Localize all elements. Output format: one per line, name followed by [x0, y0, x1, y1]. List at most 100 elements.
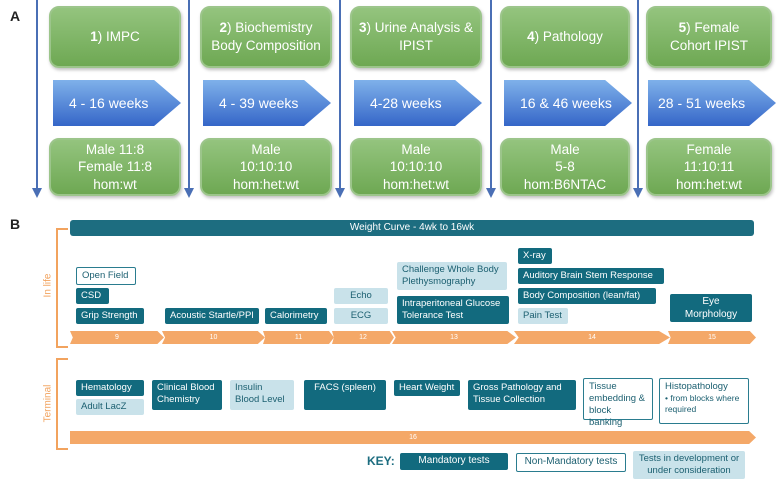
test-open-field: Open Field [76, 267, 136, 285]
histopathology-sub: from blocks where required [665, 392, 740, 414]
panel-label-b: B [10, 216, 21, 232]
week-marker-9: 9 [70, 331, 164, 344]
in-life-label: In life [42, 273, 54, 298]
stage-3-number: 3 [358, 20, 367, 36]
timeline-line-2 [188, 0, 190, 190]
stage-4-cohort-line-1: Male [550, 141, 580, 157]
stage-3-time-arrow: 4-28 weeks [354, 80, 482, 126]
stage-3-cohort: Male 10:10:10 hom:het:wt [350, 138, 482, 196]
stage-2-cohort: Male 10:10:10 hom:het:wt [200, 138, 332, 196]
stage-4-cohort-line-3: hom:B6NTAC [523, 176, 607, 192]
test-heart-weight: Heart Weight [394, 380, 460, 396]
stage-4-time-arrow: 16 & 46 weeks [504, 80, 632, 126]
stage-3-title: 3) Urine Analysis & IPIST [350, 6, 482, 68]
test-challenge-whole-body: Challenge Whole Body Plethysmography [397, 262, 507, 290]
stage-5-cohort-line-2: 11:10:11 [683, 159, 735, 175]
stage-4-title-text: ) Pathology [534, 29, 603, 45]
stage-5-time-arrow: 28 - 51 weeks [648, 80, 776, 126]
week-marker-12: 12 [332, 331, 394, 344]
stage-2-cohort-line-3: hom:het:wt [232, 176, 300, 192]
timeline-line-5 [637, 0, 639, 190]
timeline-arrowhead-3 [335, 188, 345, 198]
in-life-bracket [56, 228, 68, 348]
stage-4-title: 4) Pathology [500, 6, 630, 68]
stage-5-cohort-line-1: Female [686, 141, 732, 157]
week-marker-11: 11 [263, 331, 334, 344]
timeline-arrowhead-4 [486, 188, 496, 198]
stage-1-cohort: Male 11:8 Female 11:8 hom:wt [49, 138, 181, 196]
timeline-arrowhead-2 [184, 188, 194, 198]
stage-5-title-text: ) Female Cohort IPIST [669, 20, 749, 53]
timeline-line-3 [339, 0, 341, 190]
test-ipgtt: Intraperitoneal Glucose Tolerance Test [397, 296, 509, 324]
test-gross-pathology: Gross Pathology and Tissue Collection [468, 380, 576, 410]
stage-3-cohort-line-3: hom:het:wt [382, 176, 450, 192]
test-acoustic-startle: Acoustic Startle/PPI [165, 308, 259, 324]
test-csd: CSD [76, 288, 109, 304]
stage-1-cohort-line-3: hom:wt [93, 176, 137, 192]
test-tissue-embedding: Tissue embedding & block banking [583, 378, 653, 428]
stage-5-time: 28 - 51 weeks [658, 95, 746, 111]
week-marker-10: 10 [162, 331, 265, 344]
test-clinical-blood-chemistry: Clinical Blood Chemistry [152, 380, 222, 410]
stage-3-time: 4-28 weeks [370, 95, 442, 111]
stage-5-number: 5 [678, 20, 687, 36]
stage-1-time-arrow: 4 - 16 weeks [53, 80, 181, 126]
weight-curve-bar: Weight Curve - 4wk to 16wk [70, 220, 754, 236]
stage-2-title: 2) Biochemistry Body Composition [200, 6, 332, 68]
stage-2-title-text: ) Biochemistry Body Composition [211, 20, 321, 53]
stage-2-time: 4 - 39 weeks [219, 95, 299, 111]
test-ecg: ECG [334, 308, 388, 324]
stage-4-cohort: Male 5-8 hom:B6NTAC [500, 138, 630, 196]
test-body-composition: Body Composition (lean/fat) [518, 288, 656, 304]
stage-1-title: 1) IMPC [49, 6, 181, 68]
test-eye-morphology: Eye Morphology [670, 294, 752, 322]
stage-5-cohort-line-3: hom:het:wt [675, 176, 743, 192]
histopathology-title: Histopathology [665, 381, 728, 392]
timeline-arrowhead-1 [32, 188, 42, 198]
stage-1-number: 1 [90, 29, 98, 45]
stage-2-number: 2 [219, 20, 227, 36]
stage-1-time: 4 - 16 weeks [69, 95, 149, 111]
stage-2-cohort-line-1: Male [251, 141, 281, 157]
stage-1-cohort-line-2: Female 11:8 [77, 159, 153, 175]
week-marker-16: 16 [70, 431, 756, 444]
stage-3-title-text: ) Urine Analysis & IPIST [366, 20, 474, 53]
stage-2-cohort-line-2: 10:10:10 [239, 159, 293, 175]
weight-curve-label: Weight Curve - 4wk to 16wk [349, 222, 475, 233]
test-pain: Pain Test [518, 308, 568, 324]
terminal-label: Terminal [42, 384, 54, 423]
stage-4-cohort-line-2: 5-8 [555, 159, 575, 175]
test-calorimetry: Calorimetry [265, 308, 327, 324]
test-facs: FACS (spleen) [304, 380, 386, 410]
stage-3-cohort-line-1: Male [401, 141, 431, 157]
test-adult-lacz: Adult LacZ [76, 399, 144, 415]
test-histopathology: Histopathology • from blocks where requi… [659, 378, 749, 424]
key-in-development: Tests in development or under considerat… [633, 451, 745, 479]
timeline-arrowhead-5 [633, 188, 643, 198]
histopathology-sub-row: • from blocks where required [665, 392, 740, 414]
stage-3-cohort-line-2: 10:10:10 [389, 159, 443, 175]
week-marker-13: 13 [392, 331, 516, 344]
week-marker-15: 15 [668, 331, 756, 344]
stage-2-time-arrow: 4 - 39 weeks [203, 80, 331, 126]
stage-5-cohort: Female 11:10:11 hom:het:wt [646, 138, 772, 196]
key-mandatory: Mandatory tests [400, 453, 508, 470]
terminal-bracket [56, 358, 68, 450]
test-grip-strength: Grip Strength [76, 308, 144, 324]
key-non-mandatory: Non-Mandatory tests [516, 453, 626, 472]
panel-label-a: A [10, 8, 21, 24]
test-insulin-blood-level: Insulin Blood Level [230, 380, 294, 410]
timeline-line-4 [490, 0, 492, 190]
timeline-line-1 [36, 0, 38, 190]
key-label: KEY: [367, 454, 395, 468]
test-echo: Echo [334, 288, 388, 304]
test-abr: Auditory Brain Stem Response [518, 268, 664, 284]
stage-4-time: 16 & 46 weeks [520, 95, 612, 111]
week-marker-14: 14 [514, 331, 670, 344]
stage-1-cohort-line-1: Male 11:8 [85, 141, 145, 157]
stage-1-title-text: ) IMPC [97, 29, 140, 45]
test-hematology: Hematology [76, 380, 144, 396]
test-xray: X-ray [518, 248, 552, 264]
stage-5-title: 5) Female Cohort IPIST [646, 6, 772, 68]
